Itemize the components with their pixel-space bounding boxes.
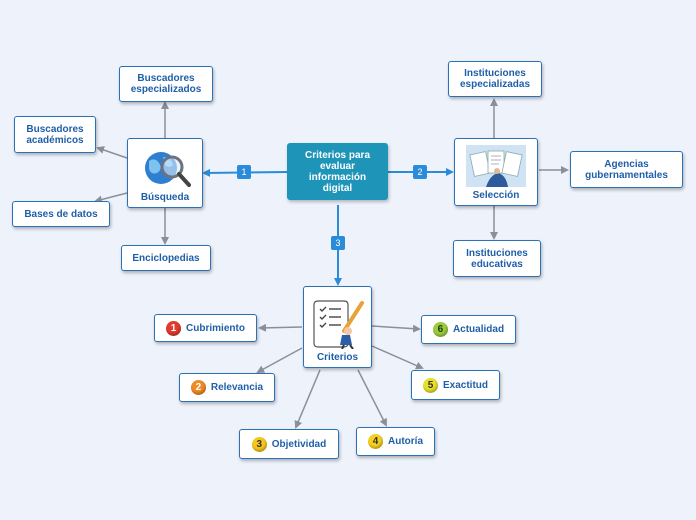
topic-criterios[interactable]: Criterios [303, 286, 372, 368]
criterion-label: Cubrimiento [186, 322, 245, 334]
subtopic-label: Buscadores especializados [130, 73, 202, 95]
subtopic-instituciones-educativas[interactable]: Instituciones educativas [453, 240, 541, 277]
priority-1-icon: 1 [166, 320, 182, 336]
connector-criterios-actualidad [371, 324, 421, 333]
central-topic-label: Criterios para evaluar información digit… [304, 149, 371, 194]
subtopic-instituciones-especializadas[interactable]: Instituciones especializadas [448, 61, 542, 97]
criterion-label: Relevancia [210, 382, 264, 393]
criterion-objetividad[interactable]: 3 Objetividad [239, 429, 339, 459]
priority-3-icon: 3 [251, 436, 267, 452]
criterion-autoria[interactable]: 4 Autoría [356, 427, 435, 456]
topic-seleccion-label: Selección [472, 190, 520, 201]
criterion-cubrimiento[interactable]: 1 Cubrimiento [154, 314, 257, 342]
connector-criterios-relevancia [256, 347, 303, 373]
subtopic-enciclopedias[interactable]: Enciclopedias [121, 245, 211, 271]
connector-criterios-cubrimiento [258, 323, 303, 332]
priority-5-icon: 5 [422, 377, 438, 393]
connector-criterios-exactitud [371, 345, 424, 370]
subtopic-label: Instituciones educativas [466, 247, 528, 270]
criterion-actualidad[interactable]: 6 Actualidad [421, 315, 516, 344]
connector-busqueda-bases [94, 192, 128, 204]
subtopic-label: Bases de datos [24, 208, 98, 220]
subtopic-label: Agencias gubernamentales [585, 158, 668, 181]
subtopic-bases-de-datos[interactable]: Bases de datos [12, 201, 110, 227]
person-pencil-checklist-icon [312, 300, 364, 349]
connector-busqueda-academicos [96, 146, 128, 159]
criterion-relevancia[interactable]: 2 Relevancia [179, 373, 275, 402]
subtopic-label: Buscadores académicos [26, 123, 84, 146]
subtopic-label: Instituciones especializadas [459, 68, 531, 90]
priority-6-icon: 6 [432, 322, 448, 337]
priority-2-icon: 2 [190, 380, 206, 395]
topic-criterios-label: Criterios [316, 352, 359, 363]
connector-criterios-objetividad [294, 369, 321, 429]
topic-busqueda-label: Búsqueda [140, 192, 190, 203]
criterion-label: Objetividad [271, 438, 327, 450]
topic-seleccion[interactable]: Selección [454, 138, 538, 206]
subtopic-agencias-gubernamentales[interactable]: Agencias gubernamentales [570, 151, 683, 188]
criterion-exactitud[interactable]: 5 Exactitud [411, 370, 500, 400]
subtopic-buscadores-academicos[interactable]: Buscadores académicos [14, 116, 96, 153]
documents-hands-icon [466, 145, 526, 187]
subtopic-label: Enciclopedias [132, 252, 200, 264]
central-topic[interactable]: Criterios para evaluar información digit… [287, 143, 388, 200]
branch-number-badge-3: 3 [331, 236, 345, 250]
criterion-label: Actualidad [452, 324, 505, 335]
globe-magnifier-icon [145, 152, 191, 187]
priority-4-icon: 4 [368, 434, 383, 449]
connector-criterios-autoria [357, 369, 387, 427]
subtopic-buscadores-especializados[interactable]: Buscadores especializados [119, 66, 213, 102]
criterion-label: Autoría [388, 436, 423, 447]
criterion-label: Exactitud [442, 379, 488, 391]
branch-number-badge-2: 2 [413, 165, 427, 179]
branch-number-badge-1: 1 [237, 165, 251, 179]
topic-busqueda[interactable]: Búsqueda [127, 138, 203, 208]
